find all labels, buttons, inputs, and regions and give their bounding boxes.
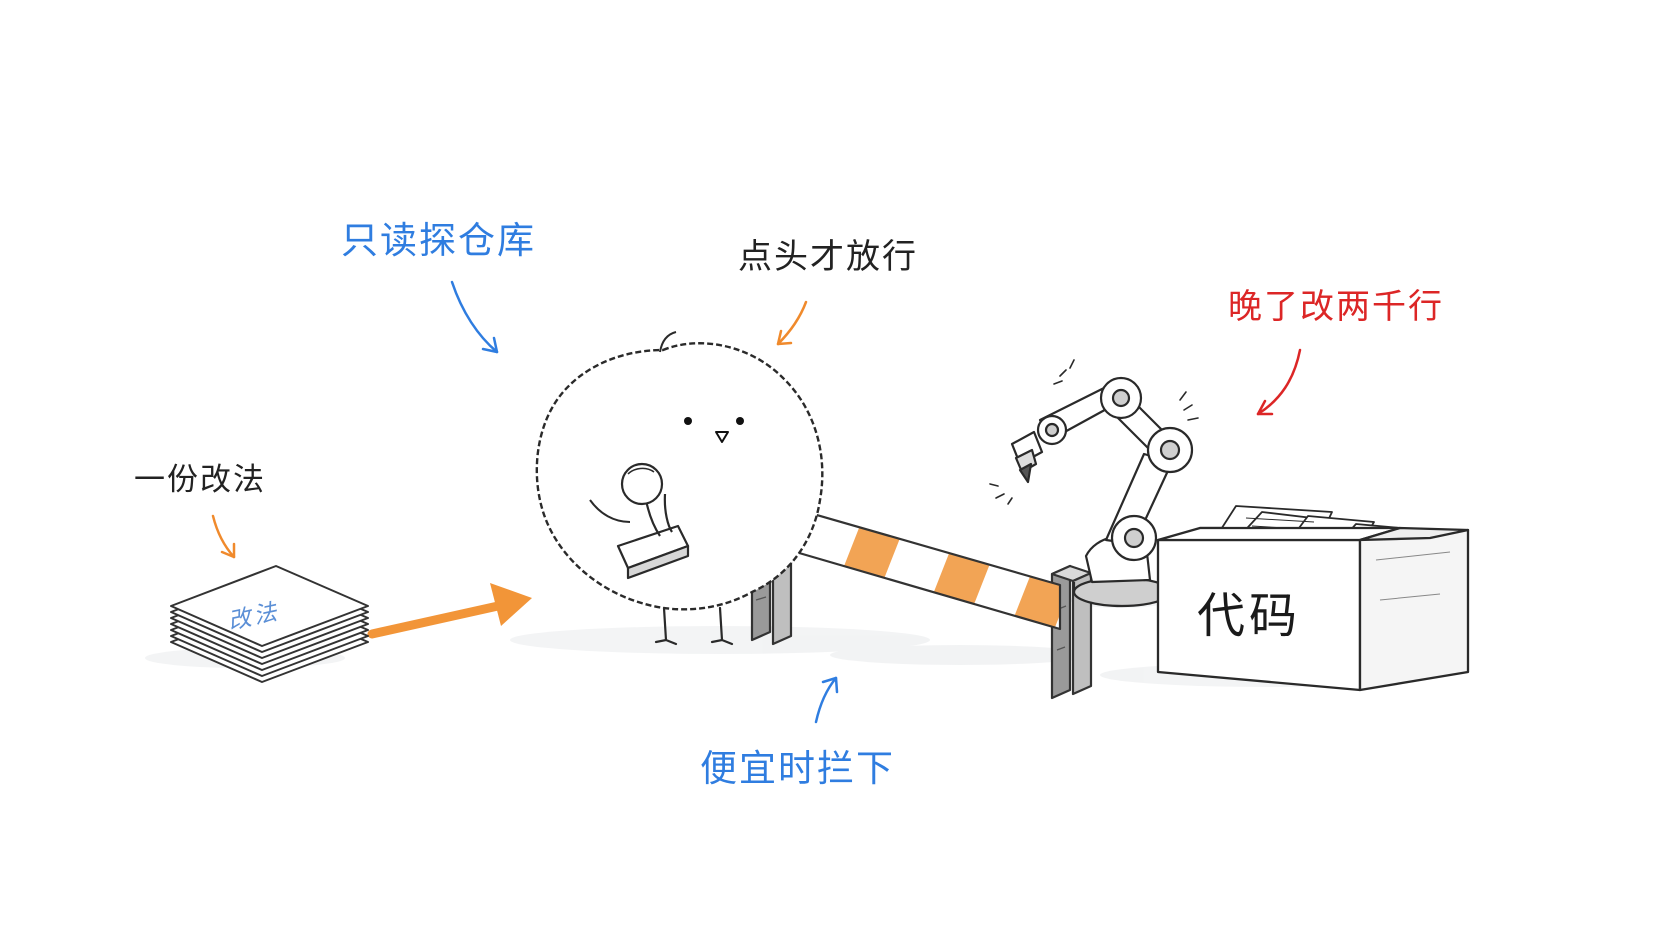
arrow-cheap-to-barrier-icon xyxy=(814,676,839,724)
bird-left-eye-icon xyxy=(684,417,692,425)
robot-base-icon xyxy=(1072,576,1172,608)
cardboard-box-icon xyxy=(1156,505,1470,692)
bird-right-eye-icon xyxy=(736,417,744,425)
fluffy-bird-icon xyxy=(535,331,824,646)
robot-arm-icon xyxy=(989,359,1199,608)
arrow-plan-to-papers-icon xyxy=(211,514,236,559)
nod-to-pass-label: 点头才放行 xyxy=(738,237,918,277)
arrow-late-to-box-icon xyxy=(1256,348,1302,416)
bird-feet-icon xyxy=(654,606,734,646)
robot-motion-lines-icon xyxy=(989,359,1199,505)
annotation-arrows xyxy=(211,280,1302,724)
flow-arrow-icon xyxy=(367,583,532,639)
box-code-label: 代码 xyxy=(1197,588,1302,644)
one-plan-label: 一份改法 xyxy=(134,462,266,498)
barrier-right-post-icon xyxy=(1050,564,1093,700)
arrow-nod-to-bird-icon xyxy=(776,300,808,346)
readonly-repo-label: 只读探仓库 xyxy=(341,219,536,262)
paper-stack-icon xyxy=(170,565,369,683)
arrow-readonly-to-bird-icon xyxy=(450,280,499,354)
rubber-stamp-icon xyxy=(616,462,690,580)
cheap-stop-label: 便宜时拦下 xyxy=(700,747,895,790)
late-change-label: 晚了改两千行 xyxy=(1228,287,1444,327)
bird-beak-icon xyxy=(715,431,729,443)
